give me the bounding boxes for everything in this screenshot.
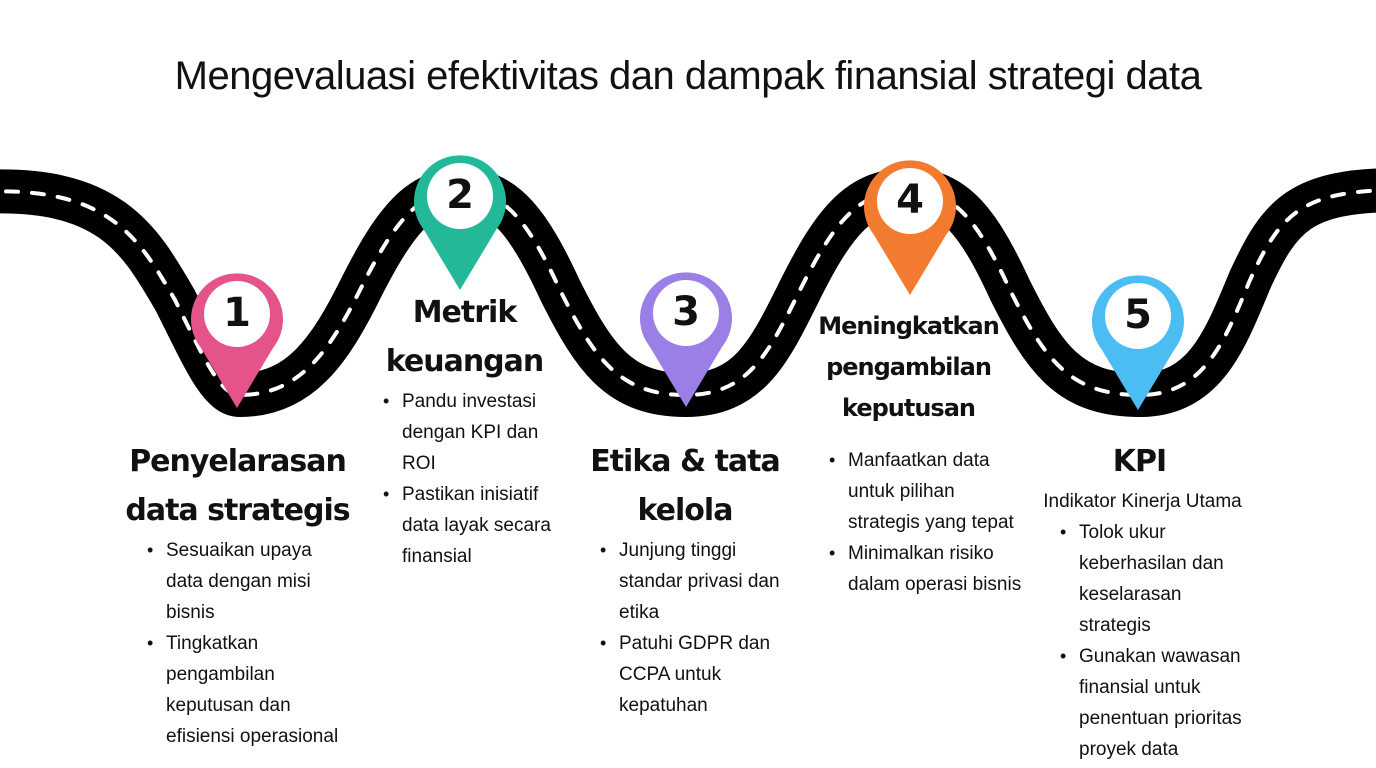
step-3-heading: Etika & tata kelola	[585, 437, 785, 535]
step-4-bullets: Manfaatkan data untuk pilihan strategis …	[822, 445, 1022, 600]
step-5-card: KPI Indikator Kinerja Utama Tolok ukur k…	[1035, 437, 1250, 765]
step-2-card: Metrik keuangan Pandu investasi dengan K…	[372, 288, 557, 572]
bullet-item: Manfaatkan data untuk pilihan strategis …	[822, 445, 1022, 538]
heading-line: Etika & tata	[590, 444, 781, 479]
step-5-subtitle: Indikator Kinerja Utama	[1043, 491, 1242, 512]
bullet-item: Tolok ukur keberhasilan dan keselarasan …	[1053, 517, 1253, 641]
map-pin-icon	[864, 160, 956, 295]
map-pin-icon	[1092, 275, 1184, 410]
bullet-item: Pandu investasi dengan KPI dan ROI	[376, 386, 556, 479]
step-2-pin: 2	[412, 150, 508, 290]
step-number: 5	[1124, 292, 1152, 338]
bullet-item: Pastikan inisiatif data layak secara fin…	[376, 479, 556, 572]
step-2-bullets: Pandu investasi dengan KPI dan ROI Pasti…	[376, 386, 556, 572]
step-1-card: Penyelarasan data strategis Sesuaikan up…	[120, 437, 355, 752]
step-3-card: Etika & tata kelola Junjung tinggi stand…	[585, 437, 785, 721]
step-1-bullets: Sesuaikan upaya data dengan misi bisnis …	[140, 535, 350, 752]
bullet-item: Minimalkan risiko dalam operasi bisnis	[822, 538, 1022, 600]
page-title: Mengevaluasi efektivitas dan dampak fina…	[174, 54, 1202, 98]
heading-line: Meningkatkan	[818, 312, 1000, 340]
map-pin-icon	[191, 273, 283, 408]
step-4-card: Meningkatkan pengambilan keputusan Manfa…	[806, 306, 1021, 600]
step-4-pin: 4	[862, 155, 958, 295]
map-pin-icon	[640, 272, 732, 407]
step-5-bullets: Tolok ukur keberhasilan dan keselarasan …	[1053, 517, 1253, 765]
step-number: 2	[446, 172, 474, 218]
bullet-item: Tingkatkan pengambilan keputusan dan efi…	[140, 628, 350, 752]
heading-line: Metrik	[412, 295, 518, 330]
bullet-item: Patuhi GDPR dan CCPA untuk kepatuhan	[593, 628, 793, 721]
heading-line: kelola	[637, 493, 734, 528]
step-number: 4	[896, 177, 924, 223]
bullet-item: Junjung tinggi standar privasi dan etika	[593, 535, 793, 628]
heading-line: pengambilan	[826, 353, 992, 381]
heading-line: keputusan	[842, 394, 976, 422]
step-number: 3	[672, 289, 700, 335]
heading-line: KPI	[1112, 444, 1167, 479]
heading-line: Penyelarasan	[129, 444, 347, 479]
step-2-heading: Metrik keuangan	[372, 288, 557, 386]
step-3-bullets: Junjung tinggi standar privasi dan etika…	[593, 535, 793, 721]
bullet-item: Gunakan wawasan finansial untuk penentua…	[1053, 641, 1253, 765]
heading-line: keuangan	[385, 344, 545, 379]
map-pin-icon	[414, 155, 506, 290]
heading-line: data strategis	[125, 493, 350, 528]
step-5-heading: KPI	[1029, 437, 1250, 486]
step-5-pin: 5	[1090, 270, 1186, 410]
step-4-heading: Meningkatkan pengambilan keputusan	[806, 306, 1011, 429]
step-number: 1	[223, 290, 251, 336]
step-3-pin: 3	[638, 267, 734, 407]
bullet-item: Sesuaikan upaya data dengan misi bisnis	[140, 535, 350, 628]
step-1-pin: 1	[189, 268, 285, 408]
step-1-heading: Penyelarasan data strategis	[120, 437, 355, 535]
